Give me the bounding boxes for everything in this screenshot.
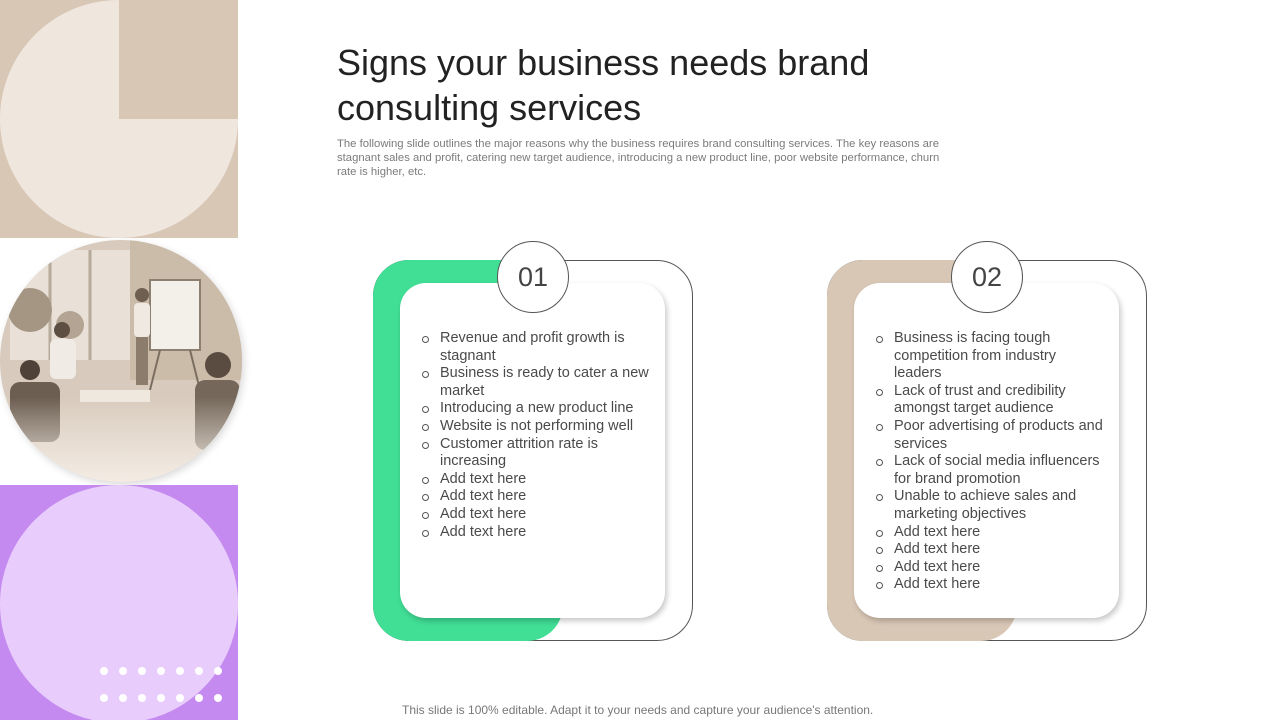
list-item-text: Add text here	[894, 541, 981, 558]
list-item-text: Lack of trust and credibility amongst ta…	[894, 382, 1066, 417]
bullet-icon	[422, 441, 429, 449]
meeting-photo	[0, 240, 242, 482]
bullet-icon	[876, 423, 883, 431]
list-item-text: Add text here	[440, 523, 527, 540]
card-01: 01 Revenue and profit growth is stagnant…	[373, 241, 693, 641]
list-item: Customer attrition rate is increasing	[422, 436, 652, 471]
decorative-square	[119, 0, 238, 119]
card-inner-panel	[854, 283, 1119, 618]
list-item: Lack of social media influencers for bra…	[876, 453, 1106, 488]
list-item: Revenue and profit growth is stagnant	[422, 330, 652, 365]
bullet-icon	[876, 388, 883, 396]
card-number: 02	[951, 241, 1023, 313]
bullet-icon	[422, 336, 429, 343]
list-item: Add text here	[422, 471, 652, 489]
bullet-icon	[876, 547, 883, 555]
bullet-icon	[422, 529, 429, 537]
list-item-text: Add text here	[894, 576, 981, 593]
bullet-icon	[422, 494, 429, 502]
list-item-text: Website is not performing well	[440, 417, 634, 434]
bullet-icon	[422, 476, 429, 484]
list-item: Add text here	[876, 541, 1106, 559]
list-item: Unable to achieve sales and marketing ob…	[876, 488, 1106, 523]
list-item-text: Add text here	[440, 488, 527, 505]
card-list: Business is facing tough competition fro…	[876, 330, 1106, 594]
list-item: Add text here	[876, 524, 1106, 542]
list-item-text: Add text here	[894, 558, 981, 575]
list-item-text: Customer attrition rate is increasing	[440, 435, 598, 470]
list-item: Add text here	[876, 576, 1106, 594]
bullet-icon	[876, 564, 883, 572]
list-item: Business is ready to cater a new market	[422, 365, 652, 400]
bullet-icon	[422, 423, 429, 431]
bullet-icon	[876, 582, 883, 590]
list-item: Poor advertising of products and service…	[876, 418, 1106, 453]
list-item-text: Poor advertising of products and service…	[894, 417, 1103, 452]
list-item-text: Business is facing tough competition fro…	[894, 330, 1056, 382]
bullet-icon	[876, 529, 883, 537]
list-item: Business is facing tough competition fro…	[876, 330, 1106, 383]
list-item: Lack of trust and credibility amongst ta…	[876, 383, 1106, 418]
decorative-circle	[0, 485, 238, 720]
list-item-text: Add text here	[440, 470, 527, 487]
photo-meeting-icon	[0, 240, 242, 482]
card-inner-panel	[400, 283, 665, 618]
list-item: Add text here	[422, 524, 652, 542]
list-item: Introducing a new product line	[422, 400, 652, 418]
list-item-text: Revenue and profit growth is stagnant	[440, 330, 625, 364]
list-item: Add text here	[422, 488, 652, 506]
list-item: Website is not performing well	[422, 418, 652, 436]
list-item-text: Add text here	[440, 505, 527, 522]
list-item-text: Lack of social media influencers for bra…	[894, 453, 1100, 487]
card-02: 02 Business is facing tough competition …	[827, 241, 1147, 641]
footer-note: This slide is 100% editable. Adapt it to…	[402, 703, 874, 717]
decorative-dots	[100, 667, 230, 702]
list-item-text: Unable to achieve sales and marketing ob…	[894, 488, 1077, 522]
bullet-icon	[876, 494, 883, 502]
list-item-text: Introducing a new product line	[440, 400, 634, 417]
bullet-icon	[876, 459, 883, 467]
bullet-icon	[422, 406, 429, 414]
decorative-beige-block	[0, 0, 238, 238]
bullet-icon	[876, 336, 883, 343]
slide-title: Signs your business needs brand consulti…	[337, 42, 870, 128]
list-item-text: Add text here	[894, 523, 981, 540]
slide-subtitle: The following slide outlines the major r…	[337, 138, 940, 178]
bullet-icon	[422, 371, 429, 379]
list-item: Add text here	[422, 506, 652, 524]
list-item: Add text here	[876, 559, 1106, 577]
decorative-purple-block	[0, 485, 238, 720]
card-number: 01	[497, 241, 569, 313]
list-item-text: Business is ready to cater a new market	[440, 365, 649, 399]
bullet-icon	[422, 511, 429, 519]
